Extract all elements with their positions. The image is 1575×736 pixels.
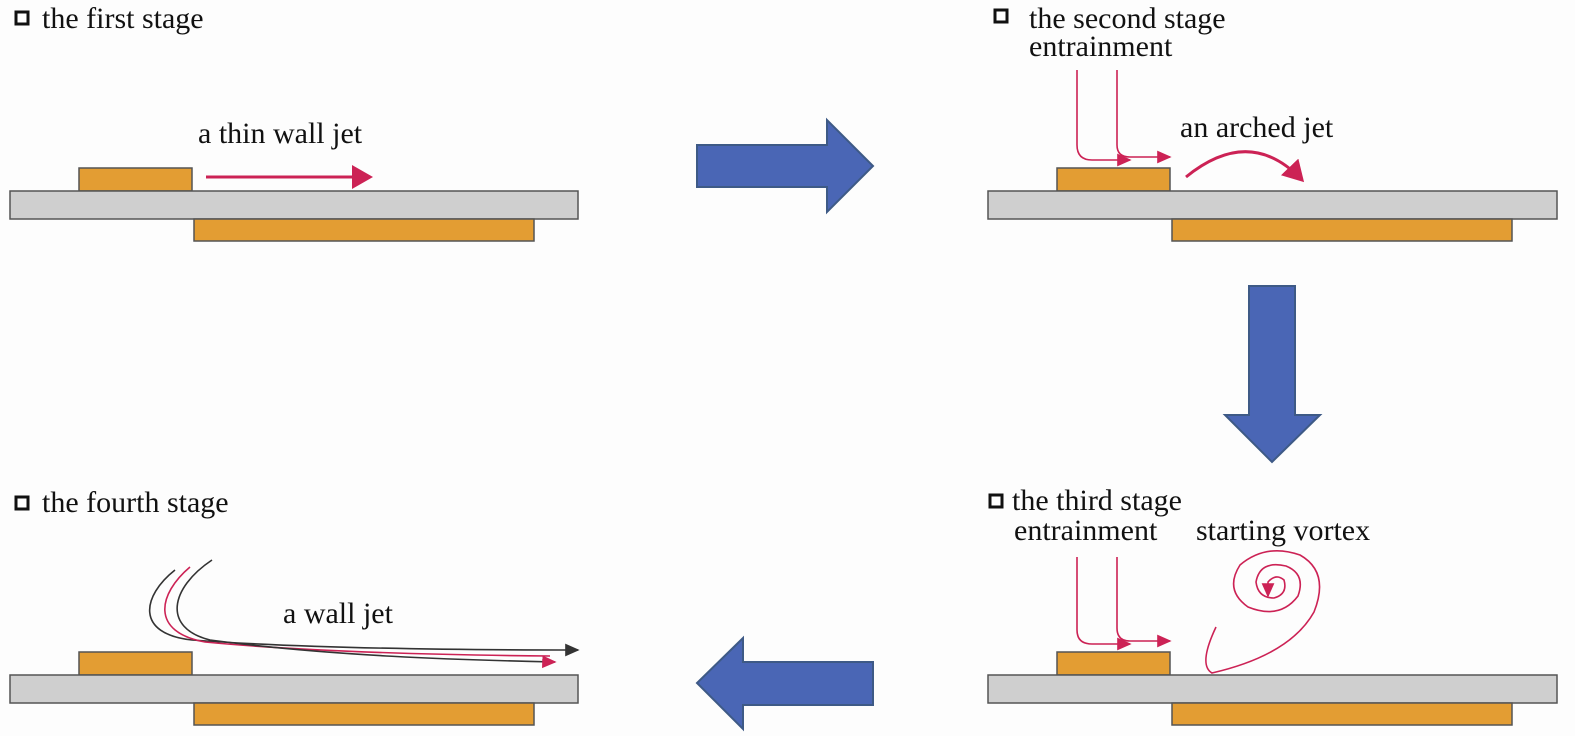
wall-jet-streamline: [176, 559, 557, 669]
entrainment-label: entrainment: [1014, 514, 1158, 547]
exposed-electrode: [78, 167, 193, 192]
stage-third: the third stage entrainment starting vor…: [987, 484, 1558, 726]
dielectric-plate: [9, 674, 579, 704]
thin-wall-jet-label: a thin wall jet: [198, 117, 363, 150]
stage-first-title: the first stage: [42, 2, 204, 35]
stage-second-title: the second stage: [1029, 2, 1226, 35]
embedded-electrode: [1171, 218, 1513, 242]
stage-first: the first stage a thin wall jet: [9, 2, 579, 242]
stage-second: the second stage entrainment an arched j…: [987, 2, 1558, 242]
square-bullet-icon: [988, 493, 1004, 509]
embedded-electrode: [193, 218, 535, 242]
dielectric-plate: [987, 674, 1558, 704]
square-bullet-icon: [993, 8, 1009, 24]
spiral-vortex-icon: [1205, 549, 1321, 674]
starting-vortex-label: starting vortex: [1196, 514, 1370, 547]
block-arrow-icon: [696, 117, 875, 215]
entrainment-flow-arrow-icon: [1076, 70, 1132, 167]
wall-jet-streamline: [148, 569, 580, 657]
stage-fourth-title: the fourth stage: [42, 486, 229, 519]
wall-jet-streamline: [164, 566, 551, 657]
block-arrow-icon: [695, 635, 874, 732]
exposed-electrode: [1056, 167, 1171, 192]
embedded-electrode: [1171, 702, 1513, 726]
stage-fourth: the fourth stage a wall jet: [9, 486, 580, 726]
dielectric-plate: [9, 190, 579, 220]
dielectric-plate: [987, 190, 1558, 220]
entrainment-flow-arrow-icon: [1076, 557, 1132, 651]
entrainment-flow-arrow-icon: [1116, 557, 1172, 648]
embedded-electrode: [193, 702, 535, 726]
entrainment-flow-arrow-icon: [1116, 70, 1172, 164]
block-arrow-icon: [1222, 285, 1323, 464]
exposed-electrode: [1056, 651, 1171, 676]
arched-jet-label: an arched jet: [1180, 111, 1334, 144]
entrainment-label: entrainment: [1029, 30, 1173, 63]
wall-jet-label: a wall jet: [283, 597, 394, 630]
square-bullet-icon: [14, 10, 30, 26]
square-bullet-icon: [14, 495, 30, 511]
exposed-electrode: [78, 651, 193, 676]
arched-jet-arrow-icon: [1185, 150, 1305, 183]
stage-third-title: the third stage: [1012, 484, 1182, 517]
